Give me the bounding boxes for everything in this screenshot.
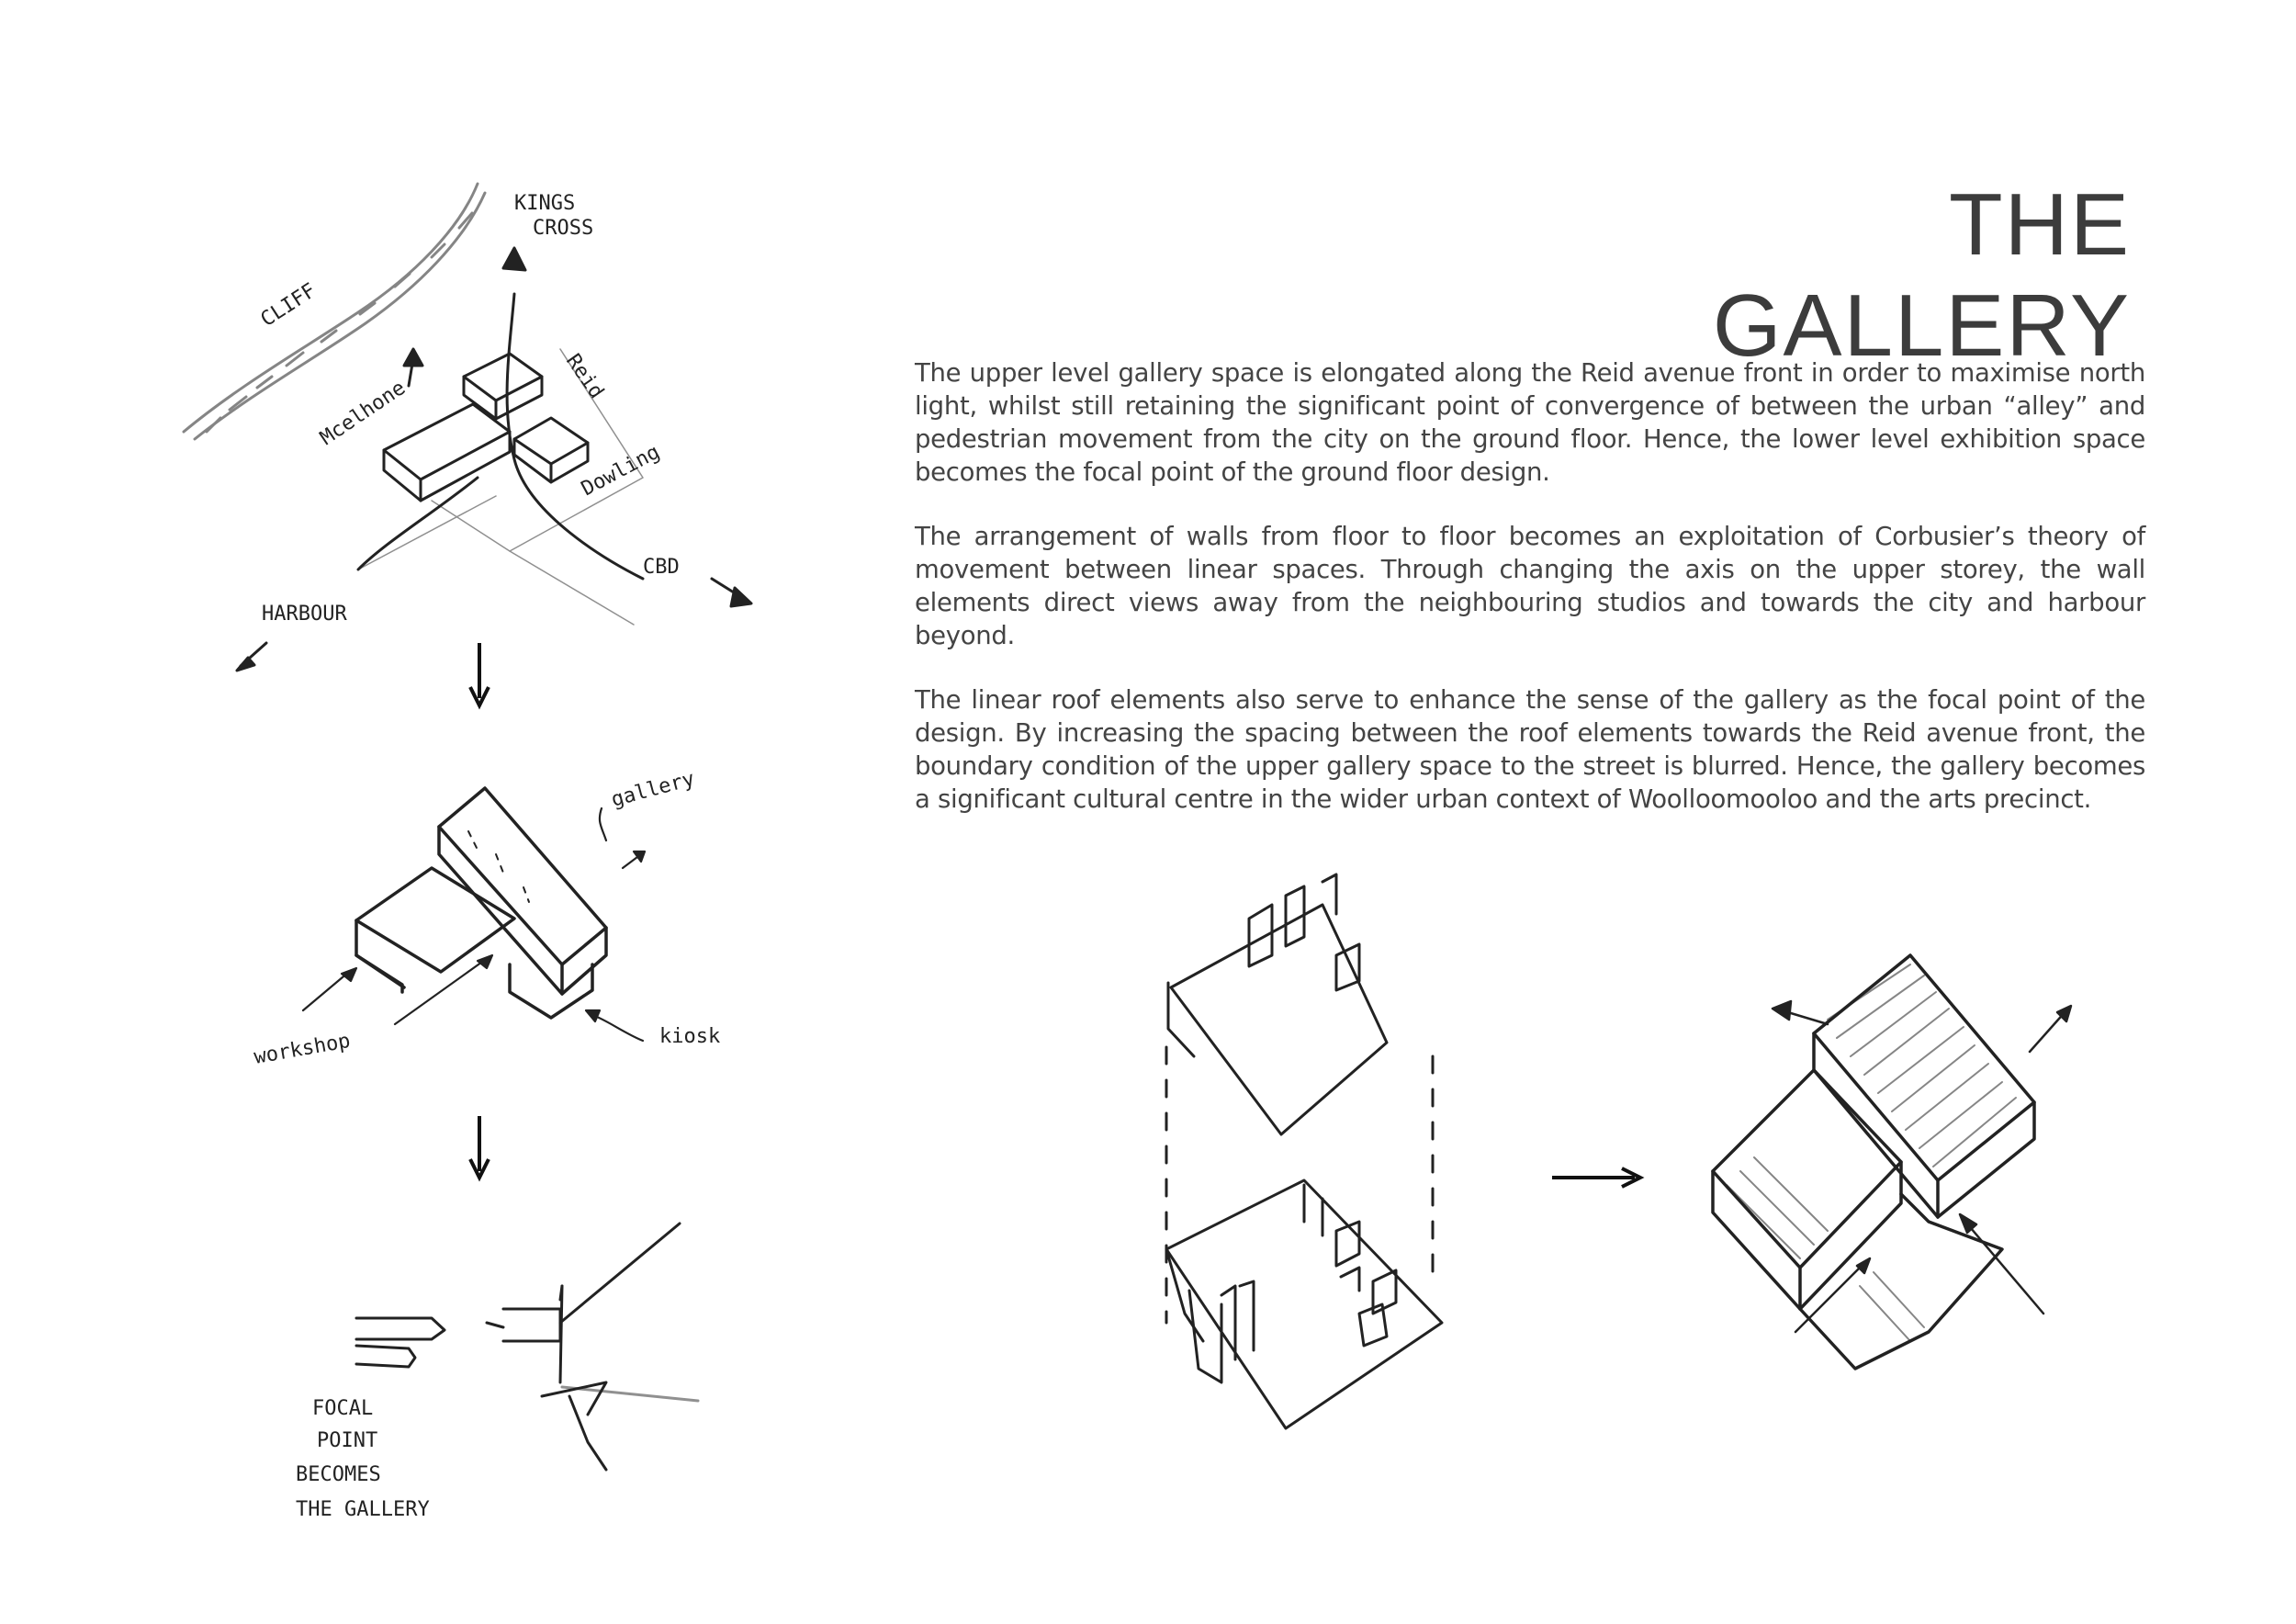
site-guide-lines — [357, 348, 644, 626]
arrow-up-icon — [501, 246, 527, 272]
down-arrow-icon — [468, 1116, 490, 1182]
paragraph-wall-arrangement: The arrangement of walls from floor to f… — [915, 522, 2145, 650]
label-workshop: workshop — [253, 1030, 353, 1069]
label-cbd: CBD — [643, 556, 680, 579]
massing-sketch: gallery workshop kiosk — [253, 768, 721, 1069]
paragraph-upper-gallery: The upper level gallery space is elongat… — [915, 358, 2145, 487]
cliff-edge — [182, 182, 487, 441]
site-sketch: KINGS CROSS CLIFF Mcelhone Reid Dowling … — [182, 182, 753, 672]
label-gallery: gallery — [609, 768, 697, 812]
label-the-gallery: THE GALLERY — [296, 1498, 430, 1521]
label-focal: FOCAL — [312, 1397, 373, 1420]
label-mcelhone: Mcelhone — [316, 377, 410, 450]
down-arrow-icon — [468, 643, 490, 710]
label-kings: KINGS — [514, 192, 575, 215]
site-massing — [382, 352, 590, 502]
paragraph-roof-elements: The linear roof elements also serve to e… — [915, 685, 2145, 814]
exploded-floors-sketch — [1165, 873, 1444, 1430]
right-arrow-icon — [1552, 1167, 1645, 1189]
label-cross: CROSS — [533, 217, 593, 240]
label-cliff: CLIFF — [257, 279, 321, 332]
final-massing-sketch — [1711, 953, 2073, 1370]
label-reid: Reid — [561, 350, 608, 403]
label-becomes: BECOMES — [296, 1463, 381, 1486]
description-text: The upper level gallery space is elongat… — [915, 356, 2145, 847]
focal-sketch: FOCAL POINT BECOMES THE GALLERY — [296, 1222, 700, 1521]
page-title: THE GALLERY — [1712, 175, 2131, 375]
label-kiosk: kiosk — [659, 1025, 720, 1048]
site-movement-arrows — [235, 246, 753, 672]
label-harbour: HARBOUR — [262, 603, 347, 626]
label-dowling: Dowling — [578, 441, 664, 502]
label-point: POINT — [317, 1429, 377, 1452]
